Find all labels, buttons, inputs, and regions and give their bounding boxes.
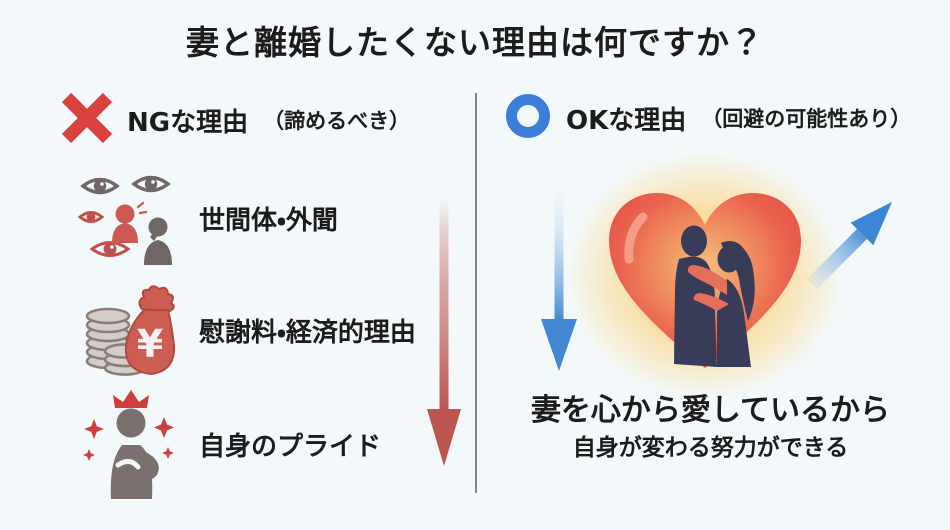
couple-silhouette: [674, 225, 755, 367]
ng-item-label: 自身のプライド: [199, 431, 382, 462]
ok-sub-text: 自身が変わる努力ができる: [572, 435, 849, 461]
ng-item-money: ¥ 慰謝料・経済的理由: [75, 283, 455, 378]
ng-item-appearance: 世間体・外聞: [75, 168, 455, 268]
yen-symbol: ¥: [137, 322, 163, 366]
blue-up-right-arrow-icon: [800, 186, 900, 298]
ng-header-label: NGな理由: [127, 107, 249, 138]
couple-arm: [687, 265, 729, 311]
ok-header-note: （回避の可能性あり）: [701, 107, 912, 131]
ng-header: NGな理由 （諦めるべき）: [61, 92, 411, 147]
money-icon: ¥: [75, 284, 181, 377]
ng-item-pride: 自身のプライド: [75, 388, 455, 500]
blue-down-arrow-icon: [541, 193, 577, 375]
column-divider: [475, 93, 477, 493]
ng-item-label: 慰謝料・経済的理由: [199, 318, 416, 348]
ok-header-label: OKな理由: [566, 105, 687, 136]
ng-header-note: （諦めるべき）: [263, 109, 411, 133]
ok-main-text: 妻を心から愛しているから: [530, 393, 891, 428]
x-mark-icon: [61, 92, 113, 147]
gossip-eyes-icon: [75, 171, 181, 265]
heart-couple-illustration: [595, 173, 815, 377]
ok-header: OKな理由 （回避の可能性あり）: [505, 93, 911, 143]
page-title: 妻と離婚したくない理由は何ですか？: [186, 23, 764, 62]
circle-mark-icon: [505, 93, 551, 143]
ng-item-label: 世間体・外聞: [199, 205, 338, 236]
pride-crown-icon: [75, 389, 181, 499]
declining-red-arrow-icon: [427, 198, 461, 470]
